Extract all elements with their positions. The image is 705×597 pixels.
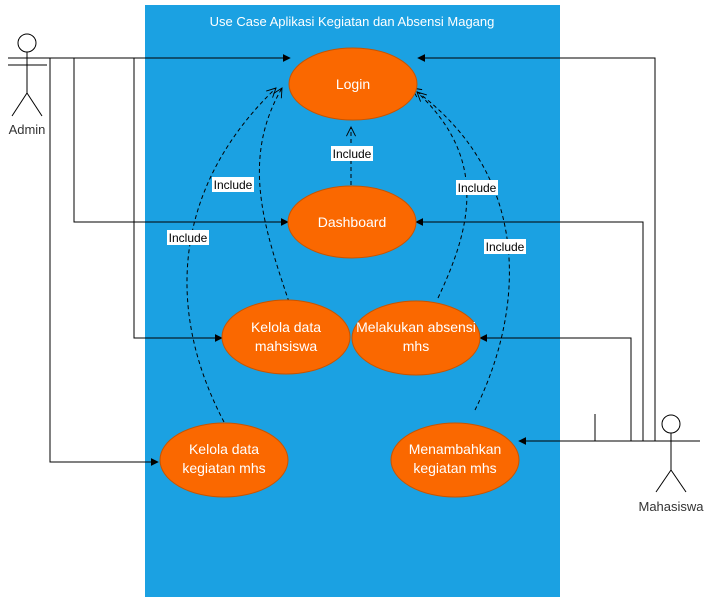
svg-text:Include: Include: [333, 147, 372, 161]
use-case-menambahkan-kegiatan[interactable]: Menambahkan kegiatan mhs: [390, 422, 520, 498]
include-label-kelola-kegiatan: Include: [167, 230, 209, 245]
system-title: Use Case Aplikasi Kegiatan dan Absensi M…: [210, 14, 495, 29]
svg-text:Kelola data: Kelola data: [189, 441, 259, 457]
assoc-admin-dashboard: [73, 58, 289, 226]
mahasiswa-associations: [415, 54, 700, 445]
actor-mahasiswa[interactable]: [652, 414, 692, 493]
svg-text:Dashboard: Dashboard: [318, 214, 387, 230]
include-label-menambahkan: Include: [484, 239, 526, 254]
actor-mahasiswa-label: Mahasiswa: [638, 499, 704, 514]
assoc-mhs-absensi: [479, 334, 632, 441]
assoc-mhs-dashboard: [415, 218, 644, 441]
use-case-kelola-data-kegiatan[interactable]: Kelola data kegiatan mhs: [159, 422, 289, 498]
use-case-melakukan-absensi[interactable]: Melakukan absensi mhs: [351, 300, 481, 376]
actor-admin-label: Admin: [9, 122, 46, 137]
svg-text:Include: Include: [169, 231, 208, 245]
assoc-mhs-login: [417, 54, 656, 441]
svg-text:Login: Login: [336, 76, 370, 92]
svg-text:Menambahkan: Menambahkan: [409, 441, 502, 457]
use-case-login[interactable]: Login: [288, 47, 418, 121]
svg-text:Include: Include: [214, 178, 253, 192]
admin-associations: [8, 54, 291, 466]
svg-text:Melakukan absensi: Melakukan absensi: [356, 319, 476, 335]
actor-admin[interactable]: [8, 33, 47, 117]
svg-text:Kelola data: Kelola data: [251, 319, 321, 335]
svg-text:kegiatan mhs: kegiatan mhs: [413, 460, 496, 476]
svg-text:Include: Include: [458, 181, 497, 195]
assoc-admin-kelola-kegiatan: [49, 58, 159, 466]
svg-text:Include: Include: [486, 240, 525, 254]
include-label-kelola-mhs: Include: [212, 177, 254, 192]
svg-text:kegiatan mhs: kegiatan mhs: [182, 460, 265, 476]
include-kelola-mhs-login: [258, 88, 290, 303]
include-menambahkan-login: [412, 88, 510, 411]
svg-text:mahsiswa: mahsiswa: [255, 338, 317, 354]
include-label-dashboard: Include: [331, 146, 373, 161]
use-case-dashboard[interactable]: Dashboard: [287, 185, 417, 259]
include-label-absensi: Include: [456, 180, 498, 195]
use-case-kelola-data-mahasiswa[interactable]: Kelola data mahsiswa: [221, 299, 351, 375]
assoc-admin-kelola-mahasiswa: [133, 58, 223, 342]
svg-text:mhs: mhs: [403, 338, 429, 354]
